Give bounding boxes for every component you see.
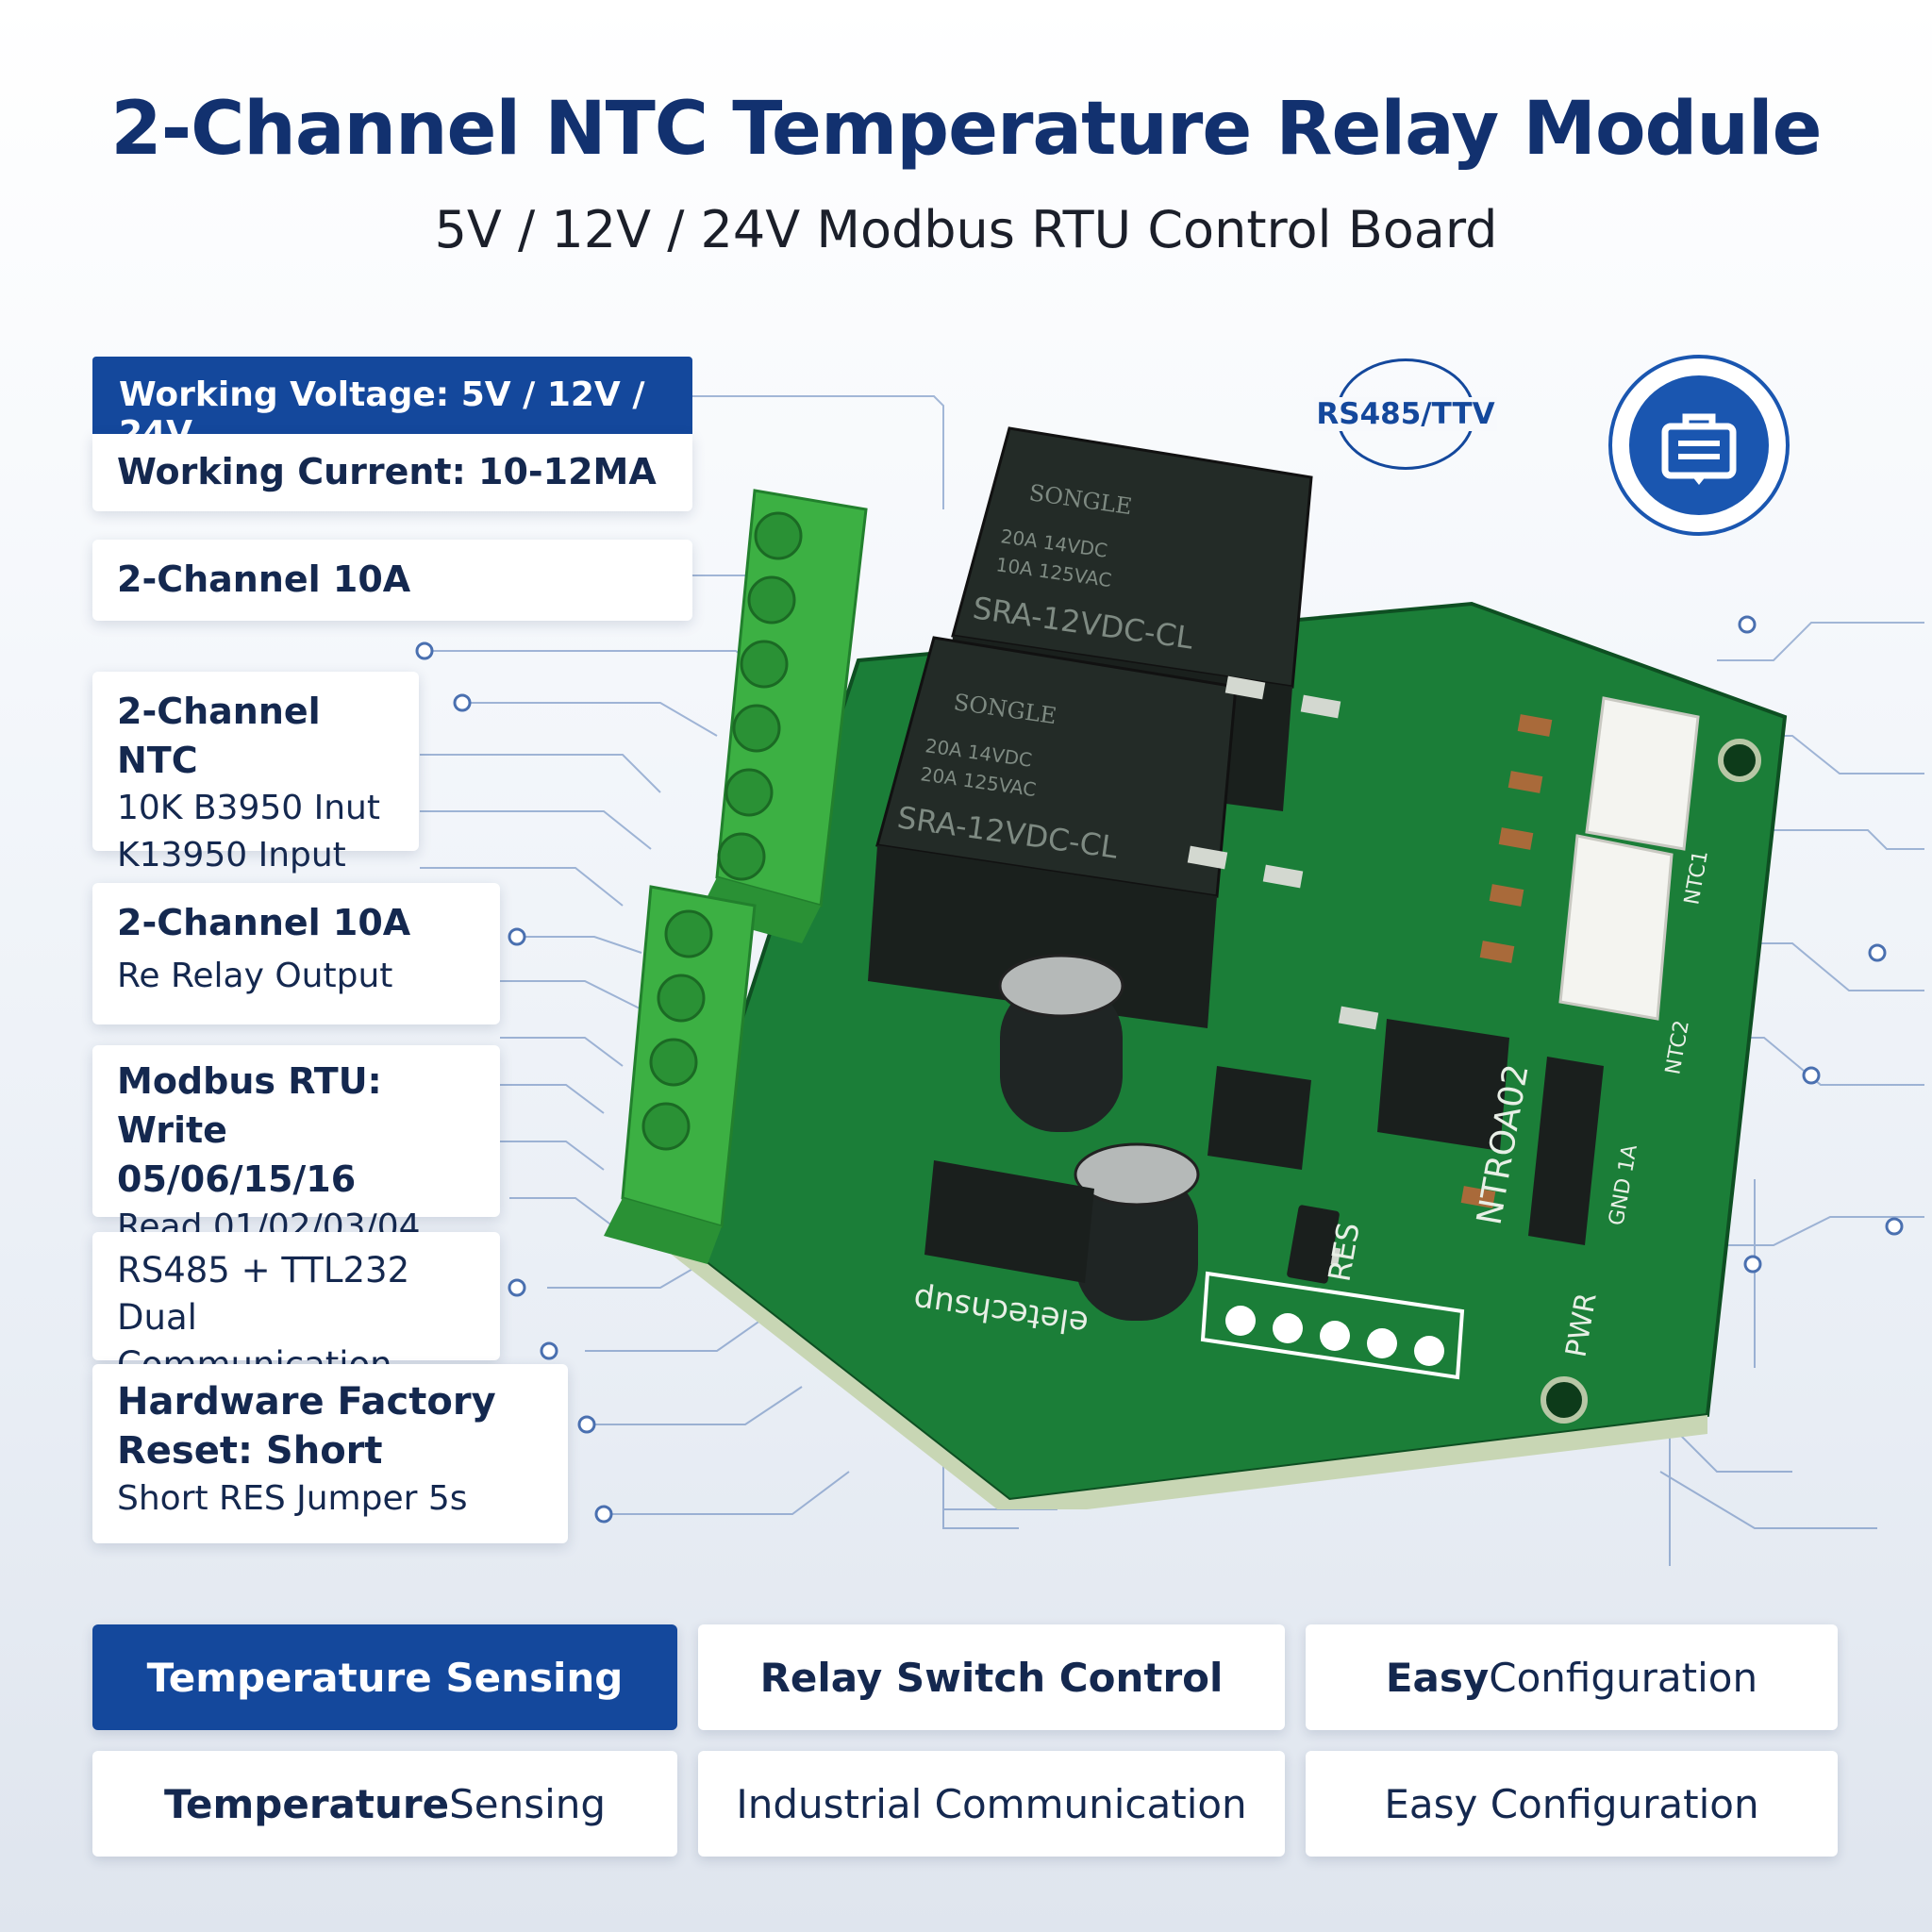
rs485-badge-text: RS485/TTV — [1314, 397, 1497, 431]
feature-label-bold: Easy — [1385, 1654, 1490, 1701]
feature-industrial-communication[interactable]: Industrial Communication — [698, 1751, 1285, 1857]
spec-modbus-write: 05/06/15/16 — [117, 1158, 357, 1200]
spec-communication: RS485 + TTL232 Dual Communication — [92, 1232, 500, 1385]
spec-ntc-title: 2-Channel NTC — [117, 691, 321, 781]
spec-relay-output: 2-Channel 10A Re Relay Output — [92, 883, 500, 1024]
spec-reset-title2: Reset: Short — [117, 1429, 383, 1473]
page-title: 2-Channel NTC Temperature Relay Module — [110, 87, 1822, 172]
spec-ntc-line2: K13950 Input — [117, 836, 346, 874]
feature-temperature-sensing-highlight[interactable]: Temperature Sensing — [92, 1624, 677, 1730]
spec-current-text: Working Current: 10-12MA — [117, 451, 657, 492]
feature-label-bold: Temperature Sensing — [146, 1654, 624, 1701]
spec-reset-title1: Hardware Factory — [117, 1380, 496, 1424]
spec-modbus: Modbus RTU: Write 05/06/15/16 Read 01/02… — [92, 1045, 500, 1246]
regulator — [924, 1160, 1094, 1283]
page-subtitle: 5V / 12V / 24V Modbus RTU Control Board — [434, 200, 1498, 259]
feature-easy-configuration[interactable]: Easy Configuration — [1306, 1624, 1838, 1730]
driver-chip — [1208, 1066, 1311, 1170]
mcu-chip — [1377, 1019, 1509, 1151]
terminal-block-top — [698, 489, 868, 943]
ntc-connector-1 — [1585, 696, 1700, 851]
spec-relay-output-title: 2-Channel 10A — [117, 902, 411, 943]
feature-label-regular: Easy Configuration — [1384, 1780, 1759, 1827]
rs485-badge: RS485/TTV — [1314, 358, 1497, 470]
feature-label-regular: Configuration — [1489, 1654, 1758, 1701]
feature-relay-switch-control[interactable]: Relay Switch Control — [698, 1624, 1285, 1730]
spec-factory-reset: Hardware Factory Reset: Short Short RES … — [92, 1364, 568, 1543]
spec-relay-output-line: Re Relay Output — [117, 957, 393, 995]
spec-reset-line: Short RES Jumper 5s — [117, 1479, 468, 1518]
relay-board-image: SONGLE 20A 14VDC 10A 125VAC SRA-12VDC-CL… — [604, 426, 1788, 1509]
briefcase-icon — [1629, 375, 1769, 515]
capacitor-1 — [998, 954, 1124, 1132]
brand-logo — [1608, 355, 1790, 536]
feature-label-regular: Sensing — [449, 1780, 607, 1827]
spec-relay-channels-text: 2-Channel 10A — [117, 558, 411, 600]
ntc-connector-2 — [1558, 834, 1674, 1021]
spec-relay-channels: 2-Channel 10A — [92, 540, 692, 621]
spec-communication-line1: RS485 + TTL232 Dual — [117, 1250, 410, 1338]
capacitor-2 — [1074, 1142, 1200, 1321]
spec-voltage: Working Voltage: 5V / 12V / 24V — [92, 357, 692, 453]
feature-label-bold: Temperature — [163, 1780, 450, 1827]
feature-easy-configuration-2[interactable]: Easy Configuration — [1306, 1751, 1838, 1857]
spec-modbus-title: Modbus RTU: Write — [117, 1060, 382, 1151]
feature-label-bold: Relay Switch Control — [759, 1654, 1224, 1701]
feature-label-regular: Industrial Communication — [736, 1780, 1247, 1827]
spec-current: Working Current: 10-12MA — [92, 434, 692, 511]
relay-2: SONGLE 20A 14VDC 20A 125VAC SRA-12VDC-CL — [868, 636, 1238, 1028]
terminal-block-bottom — [604, 885, 757, 1264]
spec-ntc-line1: 10K B3950 Inut — [117, 789, 380, 827]
spec-ntc: 2-Channel NTC 10K B3950 Inut K13950 Inpu… — [92, 672, 419, 874]
feature-temperature-sensing[interactable]: Temperature Sensing — [92, 1751, 677, 1857]
